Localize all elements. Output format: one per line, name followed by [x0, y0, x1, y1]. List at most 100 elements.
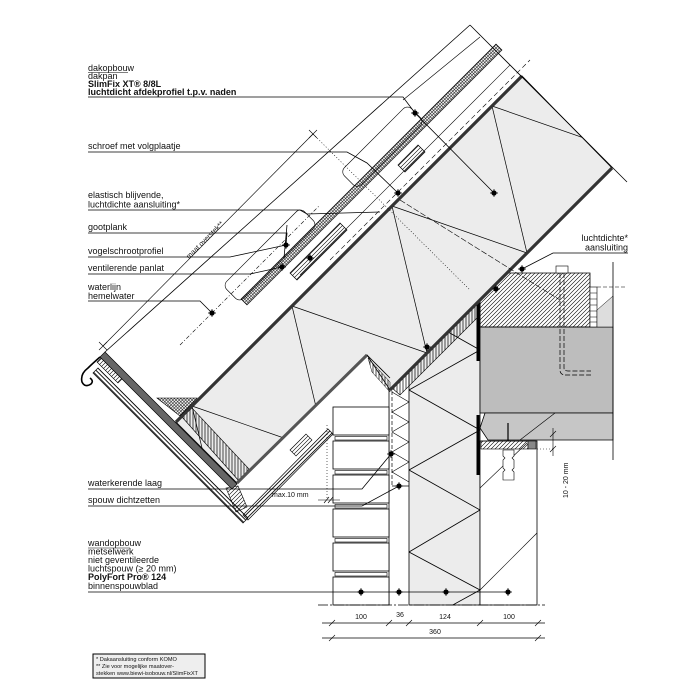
fixing-dot-cross — [387, 450, 395, 458]
roof-tiles — [104, 24, 628, 353]
wall-build-up-line: niet geventileerde — [88, 555, 159, 565]
wall — [326, 262, 625, 606]
fixing-dot-cross — [423, 343, 431, 351]
roof-build-up-line: SlimFix XT® 8/8L — [88, 79, 162, 89]
concrete-floor-slab — [479, 326, 614, 414]
wall-top-timber — [367, 357, 391, 393]
roof-panel — [0, 74, 614, 653]
wall-top-line — [366, 354, 391, 379]
label-batten: ventilerende panlat — [88, 263, 165, 273]
wall-tie-clip — [502, 449, 515, 481]
footnote-line: ** Zie voor mogelijke maatover- — [96, 664, 174, 670]
lintel-line — [519, 412, 556, 441]
panel-line — [391, 205, 428, 354]
brick — [332, 406, 390, 436]
footnote-line: * Dakaansluiting conform KOMO — [96, 657, 177, 663]
fixing-dot-cross — [442, 588, 450, 596]
wall-plate-block — [589, 286, 598, 328]
seal-block — [527, 440, 537, 450]
tile-batten — [397, 144, 426, 173]
panel-line — [0, 606, 127, 653]
fixing-dot-cross — [208, 309, 216, 317]
fixing-dot-cross — [492, 285, 500, 293]
fixing-dot-cross — [504, 588, 512, 596]
panel-line — [491, 105, 528, 254]
bolt-nut — [555, 265, 569, 274]
plaster-edge — [596, 295, 614, 328]
roof-build-up-label: dakopbouw dakpan SlimFix XT® 8/8L luchtd… — [88, 63, 236, 97]
panel-line — [391, 205, 528, 254]
fixing-dot-cross — [357, 588, 365, 596]
fixing-dot-cross — [394, 189, 402, 197]
wall-build-up-header: wandopbouw — [87, 538, 142, 548]
waterline-dash-line — [179, 204, 321, 346]
dimension-insulation: 124 — [439, 614, 451, 621]
fixing-dot-cross — [395, 588, 403, 596]
fixing-dot-cross — [278, 263, 286, 271]
overhang-label: maat overstek** — [185, 220, 225, 260]
eave — [80, 355, 334, 524]
overhang-dimension-line — [102, 133, 314, 347]
inner-leaf-diagonal — [479, 532, 538, 591]
footnote-line: stekken www.biewi-isobouw.nl/SlimFixXT — [96, 671, 199, 677]
airtight-strip — [476, 303, 480, 361]
wall-build-up-label: wandopbouw metselwerk niet geventileerde… — [87, 538, 176, 591]
mortar-joint — [334, 538, 388, 543]
brick — [332, 508, 390, 538]
fixing-dot-cross — [411, 109, 419, 117]
roof-build-up-line: luchtdicht afdekprofiel t.p.v. naden — [88, 87, 236, 97]
max-gap-label: max.10 mm — [272, 492, 309, 499]
label-bird-stop: vogelschrootprofiel — [88, 246, 164, 256]
lintel-bearing-strip — [480, 440, 529, 450]
panel-line — [291, 305, 428, 354]
leader-lines — [88, 72, 628, 593]
label-elastic: luchtdichte aansluiting* — [88, 200, 181, 210]
label-waterline: waterlijn — [87, 282, 121, 292]
soffit-board — [92, 367, 249, 524]
bottom-dimensions: 100 36 124 100 360 — [318, 604, 545, 642]
dimension-outer-leaf: 100 — [355, 614, 367, 621]
eave-filler-crosshatch — [156, 397, 198, 417]
ventilating-batten — [289, 222, 348, 281]
gap-range-label: 10 - 20 mm — [563, 462, 570, 498]
wall-build-up-line: metselwerk — [88, 547, 134, 557]
lintel — [479, 412, 614, 441]
mortar-joint — [334, 572, 388, 577]
wall-build-up-line: luchtspouw (≥ 20 mm) — [88, 564, 176, 574]
dimension-inner-leaf: 100 — [503, 614, 515, 621]
airtight-profile-dashed — [399, 199, 561, 301]
fixing-dot-cross — [395, 482, 403, 490]
anchor-bolt — [559, 273, 591, 376]
gutter-icon — [80, 356, 101, 387]
fixing-dot-cross — [306, 254, 314, 262]
dimension-total: 360 — [429, 629, 441, 636]
brick — [332, 440, 390, 470]
roof-build-up-line: dakpan — [88, 71, 118, 81]
fixing-dot-cross — [490, 189, 498, 197]
mortar-joint — [334, 436, 388, 441]
gap-range-dimension: 10 - 20 mm — [537, 428, 570, 498]
fixing-dot-cross — [518, 265, 526, 273]
dashed-line — [329, 59, 531, 261]
soffit-batten — [289, 433, 313, 457]
wall-build-up-line: binnenspouwblad — [88, 581, 158, 591]
panel-bottom-thick-line — [388, 166, 614, 392]
max-gap-dimension: max.10 mm — [272, 492, 340, 504]
tile-line — [402, 36, 481, 101]
label-waterline: hemelwater — [88, 291, 135, 301]
label-airtight: aansluiting — [585, 243, 628, 253]
soffit-board-lower — [242, 428, 334, 521]
label-seal-cavity: spouw dichtzetten — [88, 495, 160, 505]
label-elastic: elastisch blijvende, — [88, 190, 164, 200]
label-water-barrier: waterkerende laag — [87, 478, 162, 488]
tile-outer-line — [104, 24, 471, 353]
screw-line — [283, 224, 288, 259]
roof-build-up-header: dakopbouw — [88, 63, 135, 73]
panel-line — [591, 76, 612, 154]
fixing-dot-cross — [282, 241, 290, 249]
soffit-thick-line — [235, 353, 369, 485]
tile-outline — [342, 106, 423, 187]
airtight-strip — [476, 415, 480, 475]
